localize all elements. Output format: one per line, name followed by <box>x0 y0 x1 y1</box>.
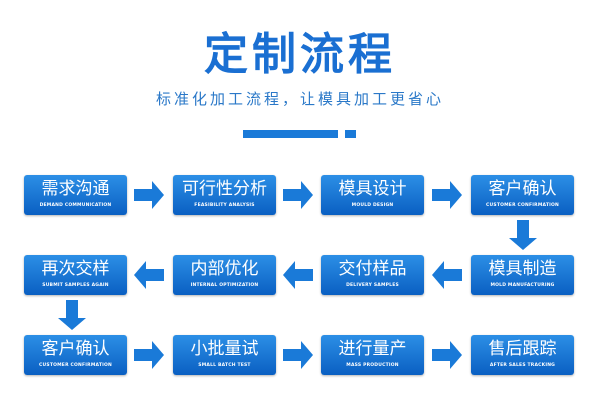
arrow-left-icon <box>432 261 462 289</box>
step-title: 客户确认 <box>488 179 557 199</box>
step-subtitle: FEASIBILITY ANALYSIS <box>194 203 255 208</box>
step-box: 需求沟通 DEMAND COMMUNICATION <box>24 175 127 215</box>
step-title: 再次交样 <box>41 259 110 279</box>
page-subtitle: 标准化加工流程，让模具加工更省心 <box>155 90 444 108</box>
arrow-right-icon <box>134 181 164 209</box>
step-subtitle: INTERNAL OPTIMIZATION <box>190 283 259 288</box>
step-subtitle: DELIVERY SAMPLES <box>346 283 399 288</box>
step-subtitle: DEMAND COMMUNICATION <box>39 203 112 208</box>
step-box: 交付样品 DELIVERY SAMPLES <box>321 255 424 295</box>
step-box: 小批量试 SMALL BATCH TEST <box>173 335 276 375</box>
step-subtitle: CUSTOMER CONFIRMATION <box>39 363 112 368</box>
step-title: 进行量产 <box>338 339 407 359</box>
step-subtitle: CUSTOMER CONFIRMATION <box>486 203 559 208</box>
step-box: 客户确认 CUSTOMER CONFIRMATION <box>24 335 127 375</box>
arrow-right-icon <box>283 341 313 369</box>
step-title: 需求沟通 <box>41 179 110 199</box>
step-title: 交付样品 <box>338 259 407 279</box>
step-title: 可行性分析 <box>182 179 267 199</box>
step-title: 客户确认 <box>41 339 110 359</box>
step-title: 小批量试 <box>190 339 259 359</box>
step-title: 售后跟踪 <box>488 339 557 359</box>
step-box: 内部优化 INTERNAL OPTIMIZATION <box>173 255 276 295</box>
step-box: 客户确认 CUSTOMER CONFIRMATION <box>471 175 574 215</box>
step-box: 模具制造 MOLD MANUFACTURING <box>471 255 574 295</box>
step-box: 可行性分析 FEASIBILITY ANALYSIS <box>173 175 276 215</box>
arrow-right-icon <box>432 181 462 209</box>
arrow-right-icon <box>283 181 313 209</box>
step-box: 再次交样 SUBMIT SAMPLES AGAIN <box>24 255 127 295</box>
step-subtitle: SMALL BATCH TEST <box>198 363 251 368</box>
step-title: 模具制造 <box>488 259 557 279</box>
arrow-right-icon <box>134 341 164 369</box>
divider-bar <box>243 130 338 138</box>
arrow-down-icon <box>509 220 537 250</box>
step-box: 售后跟踪 AFTER SALES TRACKING <box>471 335 574 375</box>
step-title: 模具设计 <box>338 179 407 199</box>
step-subtitle: MOULD DESIGN <box>351 203 394 208</box>
step-subtitle: AFTER SALES TRACKING <box>489 363 556 368</box>
arrow-left-icon <box>283 261 313 289</box>
page-title: 定制流程 <box>204 29 396 80</box>
step-subtitle: SUBMIT SAMPLES AGAIN <box>42 283 109 288</box>
arrow-left-icon <box>134 261 164 289</box>
arrow-right-icon <box>432 341 462 369</box>
step-box: 进行量产 MASS PRODUCTION <box>321 335 424 375</box>
arrow-down-icon <box>58 300 86 330</box>
step-title: 内部优化 <box>190 259 259 279</box>
step-box: 模具设计 MOULD DESIGN <box>321 175 424 215</box>
step-subtitle: MOLD MANUFACTURING <box>490 283 555 288</box>
step-subtitle: MASS PRODUCTION <box>346 363 399 368</box>
divider-dot <box>345 130 356 138</box>
